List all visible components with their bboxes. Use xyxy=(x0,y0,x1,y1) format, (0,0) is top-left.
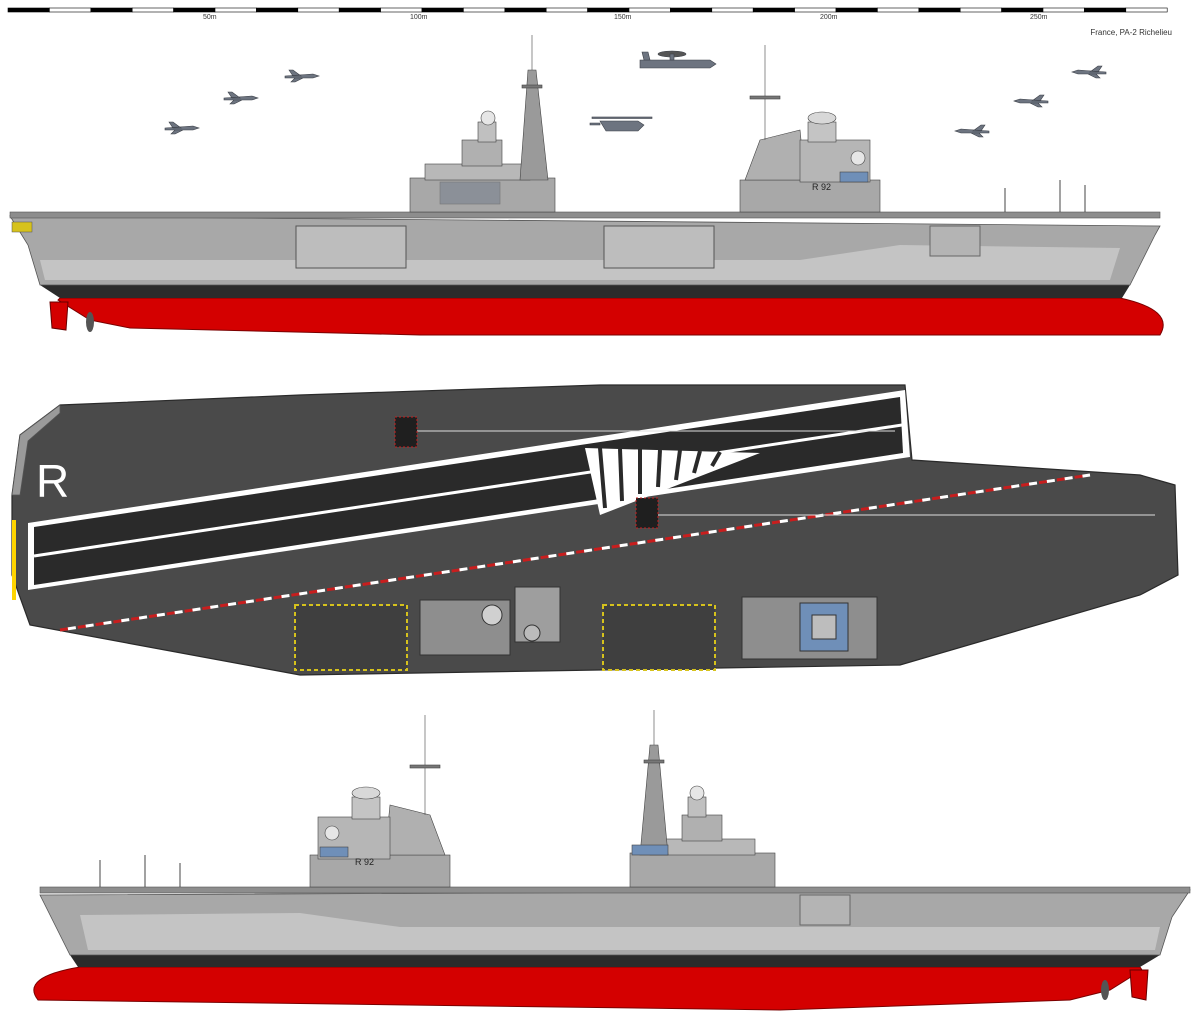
landing-area-hatch xyxy=(585,447,760,515)
flight-deck-plan-view: R xyxy=(11,384,1179,676)
scale-tick-50m: 50m xyxy=(203,14,217,21)
scale-bar xyxy=(7,7,1168,13)
scale-tick-100m: 100m xyxy=(410,14,428,21)
scale-bar-segment xyxy=(959,7,1002,13)
scale-bar-segment xyxy=(214,7,257,13)
scale-bar-segment xyxy=(90,7,133,13)
deck-sponsons xyxy=(11,404,61,496)
landing-centerline xyxy=(59,473,1091,632)
bow-marker xyxy=(11,221,33,233)
jet-blast-deflector xyxy=(394,416,418,448)
boot-topping xyxy=(70,955,1160,967)
deck-letter: R xyxy=(36,455,69,507)
hull-number-label: R 92 xyxy=(812,182,831,192)
helicopter-icon xyxy=(589,116,653,132)
scale-bar-segment xyxy=(1001,7,1044,13)
deck-antennas xyxy=(1004,180,1086,212)
hull-antifouling xyxy=(57,297,1164,336)
scale-tick-150m: 150m xyxy=(614,14,632,21)
awacs-aircraft-icon xyxy=(639,50,717,69)
boot-topping xyxy=(40,285,1130,298)
propeller-icon xyxy=(86,312,94,332)
scale-bar-segment xyxy=(1125,7,1168,13)
hull-number-label: R 92 xyxy=(355,857,374,867)
jet-icon xyxy=(284,69,320,83)
scale-bar-segment xyxy=(918,7,961,13)
jet-icon xyxy=(1071,65,1107,79)
scale-bar-segment xyxy=(256,7,299,13)
scale-bar-segment xyxy=(628,7,671,13)
rudder xyxy=(1129,969,1149,1001)
jet-icon xyxy=(223,91,259,105)
propeller-icon xyxy=(1101,980,1109,1000)
hull-shading xyxy=(40,245,1120,280)
scale-bar-segment xyxy=(670,7,713,13)
scale-bar-segment xyxy=(421,7,464,13)
aircraft-elevator-fwd xyxy=(294,604,408,671)
forward-island-plan xyxy=(419,586,561,656)
scale-bar-segments xyxy=(7,7,1168,13)
aft-island-plan xyxy=(741,596,878,660)
jet-icon xyxy=(954,124,990,138)
rudder xyxy=(49,301,69,331)
aircraft-group xyxy=(164,50,1107,138)
flight-deck-edge xyxy=(39,886,1191,894)
hull-antifouling xyxy=(33,966,1143,1011)
boat-bay xyxy=(799,894,851,926)
landing-centerline-white xyxy=(59,473,1091,632)
port-profile-view: R 92 xyxy=(33,710,1191,1011)
jet-blast-deflector xyxy=(635,497,659,529)
scale-bar-segment xyxy=(338,7,381,13)
jet-icon xyxy=(1013,94,1049,108)
scale-bar-segment xyxy=(877,7,920,13)
aircraft-elevator-aft xyxy=(602,604,716,671)
hull-shading xyxy=(80,913,1160,950)
aft-island: R 92 xyxy=(739,45,881,213)
scale-bar-segment xyxy=(1084,7,1127,13)
boat-bay xyxy=(929,225,981,257)
elevator-opening-aft xyxy=(603,225,715,269)
scale-bar-segment xyxy=(380,7,423,13)
elevator-opening-fwd xyxy=(295,225,407,269)
drawing-caption: France, PA-2 Richelieu xyxy=(1090,28,1172,37)
scale-bar-segment xyxy=(297,7,340,13)
forward-island xyxy=(629,710,776,888)
scale-bar-segment xyxy=(711,7,754,13)
scale-bar-segment xyxy=(504,7,547,13)
scale-bar-segment xyxy=(587,7,630,13)
deck-antennas xyxy=(99,855,181,887)
scale-bar-segment xyxy=(794,7,837,13)
starboard-profile-view: R 92 xyxy=(9,35,1164,336)
flight-deck-edge xyxy=(9,211,1161,219)
scale-bar-segment xyxy=(1042,7,1085,13)
scale-bar-segment xyxy=(173,7,216,13)
aft-island: R 92 xyxy=(309,715,451,888)
scale-bar-segment xyxy=(131,7,174,13)
bow-edge-marking xyxy=(12,520,16,600)
scale-bar-segment xyxy=(463,7,506,13)
scale-bar-segment xyxy=(752,7,795,13)
scale-tick-200m: 200m xyxy=(820,14,838,21)
angled-runway xyxy=(28,390,910,590)
scale-bar-segment xyxy=(545,7,588,13)
scale-tick-250m: 250m xyxy=(1030,14,1048,21)
scale-bar-segment xyxy=(835,7,878,13)
jet-icon xyxy=(164,121,200,135)
scale-bar-segment xyxy=(49,7,92,13)
forward-island xyxy=(409,35,556,213)
scale-bar-segment xyxy=(7,7,50,13)
